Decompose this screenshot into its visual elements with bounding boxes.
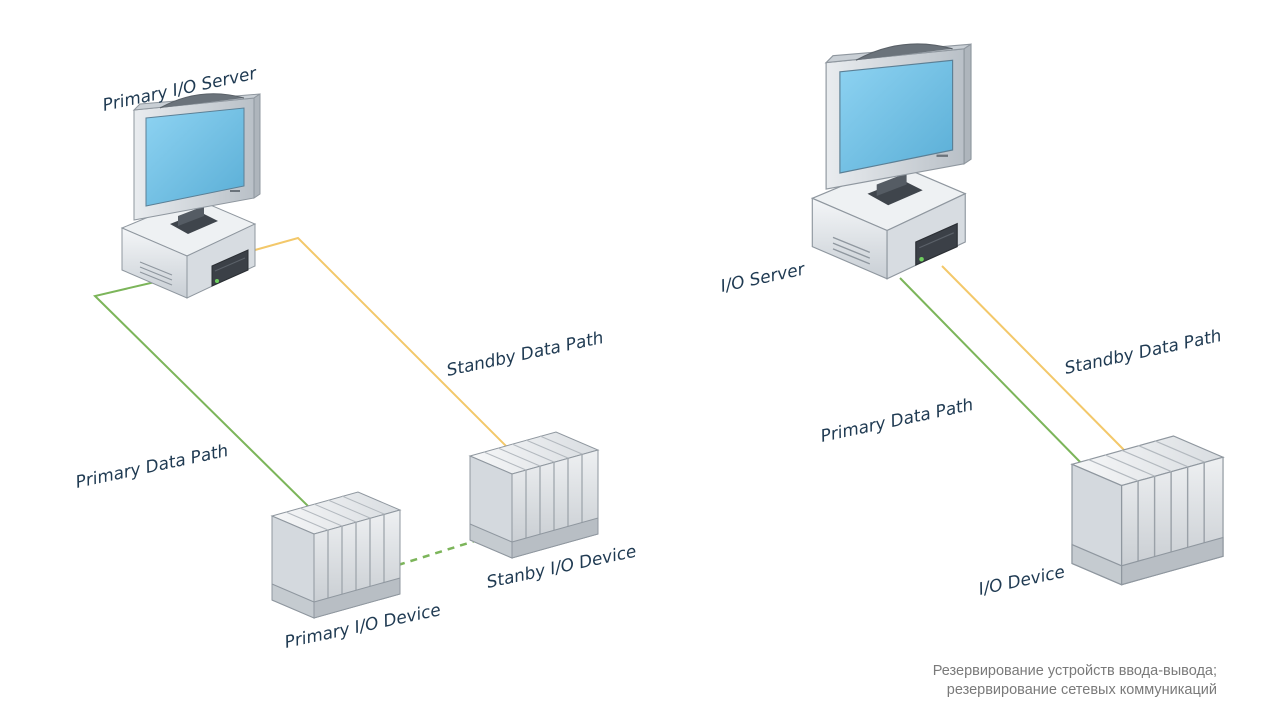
io-server-icon — [811, 43, 972, 280]
right-standby-path-line — [941, 265, 1129, 455]
left-standby-path-line — [254, 236, 511, 451]
figure-caption: Резервирование устройств ввода-вывода; р… — [933, 662, 1217, 700]
standby-io-device-icon — [469, 431, 599, 559]
primary-io-server-icon — [121, 93, 261, 299]
left-primary-path-label: Primary Data Path — [74, 441, 230, 493]
io-server-label: I/O Server — [719, 259, 808, 297]
io-device-icon — [1071, 435, 1224, 586]
right-standby-path-label: Standby Data Path — [1063, 326, 1223, 379]
caption-line-1: Резервирование устройств ввода-вывода; — [932, 663, 1217, 679]
left-standby-path-label: Standby Data Path — [445, 328, 605, 381]
right-diagram: I/O Server Standby Data Path Primary Dat… — [719, 43, 1224, 600]
left-primary-path-line — [93, 281, 313, 511]
device-sync-dashed-line — [397, 538, 479, 567]
primary-io-device-icon — [271, 491, 401, 619]
caption-line-2: резервирование сетевых коммуникаций — [946, 682, 1217, 698]
right-primary-path-line — [899, 277, 1085, 467]
right-primary-path-label: Primary Data Path — [819, 395, 975, 447]
left-diagram: Primary I/O Server Standby Data Path Pri… — [74, 64, 638, 653]
io-device-label: I/O Device — [977, 562, 1067, 600]
